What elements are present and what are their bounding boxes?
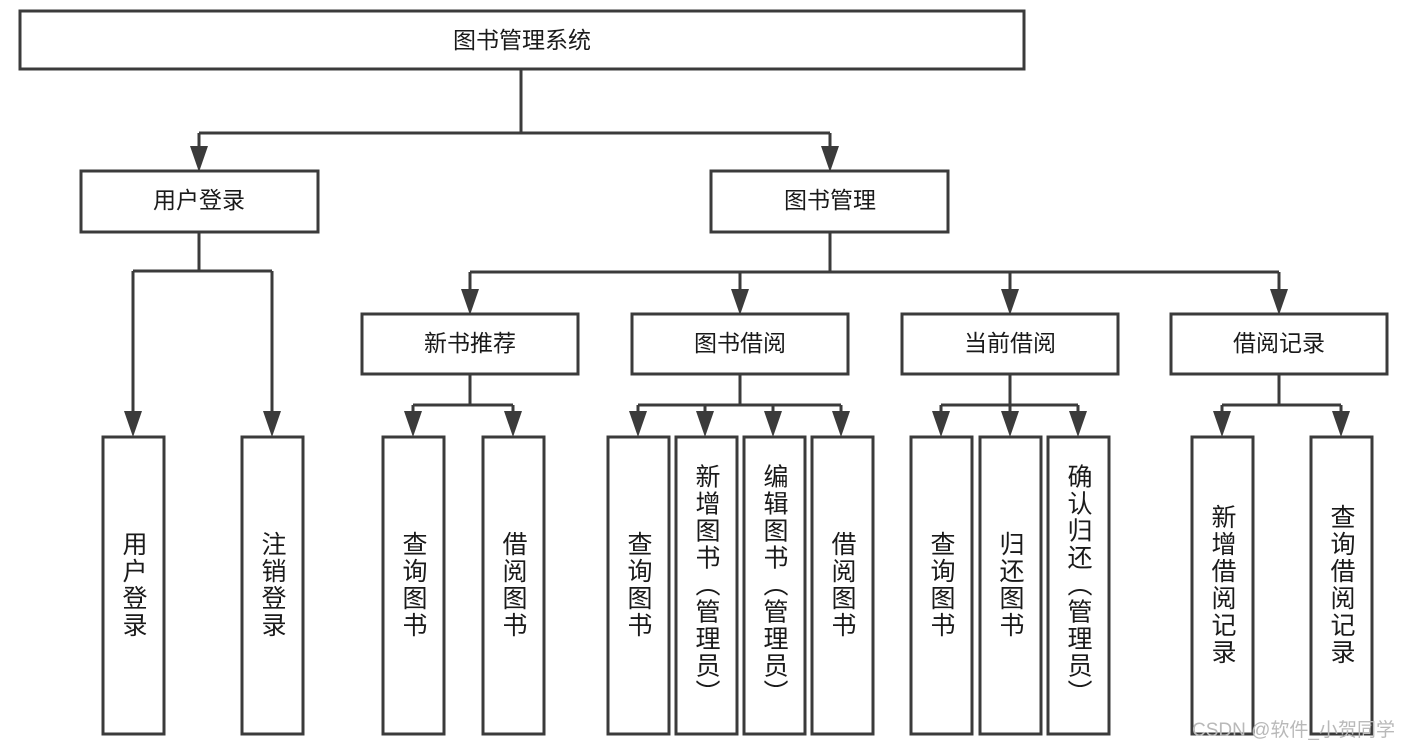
node-leaf-add-book-label: 新增图书（管理员） <box>692 464 721 707</box>
node-leaf-query-book-3[interactable]: 查询图书 <box>909 435 974 736</box>
arrowhead-leaf-query-record <box>1332 411 1350 437</box>
node-user-login-label: 用户登录 <box>153 187 245 213</box>
node-leaf-user-logout-box[interactable] <box>240 435 305 736</box>
node-root[interactable]: 图书管理系统 <box>18 9 1026 71</box>
node-leaf-borrow-book-2[interactable]: 借阅图书 <box>810 435 875 736</box>
arrowhead-leaf-add-record <box>1213 411 1231 437</box>
node-leaf-user-logout[interactable]: 注销登录 <box>240 435 305 736</box>
node-leaf-confirm-return-box[interactable] <box>1046 435 1111 736</box>
node-leaf-add-book[interactable]: 新增图书（管理员） <box>674 435 739 736</box>
node-user-login[interactable]: 用户登录 <box>79 169 320 234</box>
arrowhead-leaf-user-logout <box>263 411 281 437</box>
node-leaf-query-book-3-box[interactable] <box>909 435 974 736</box>
node-leaf-query-book-1-label: 查询图书 <box>399 531 428 639</box>
node-leaf-return-book[interactable]: 归还图书 <box>978 435 1043 736</box>
arrowhead-leaf-add-book <box>696 411 714 437</box>
node-leaf-edit-book[interactable]: 编辑图书（管理员） <box>742 435 807 736</box>
node-leaf-add-record-label: 新增借阅记录 <box>1208 504 1237 666</box>
arrowhead-leaf-confirm-return <box>1069 411 1087 437</box>
node-current-borrow[interactable]: 当前借阅 <box>900 312 1120 376</box>
arrowhead-leaf-borrow-book-1 <box>504 411 522 437</box>
node-new-book-recommend-label: 新书推荐 <box>424 330 516 356</box>
node-borrow-record[interactable]: 借阅记录 <box>1169 312 1389 376</box>
node-leaf-borrow-book-1[interactable]: 借阅图书 <box>481 435 546 736</box>
arrowhead-new-book-recommend <box>461 289 479 315</box>
arrowhead-leaf-return-book <box>1001 411 1019 437</box>
node-leaf-borrow-book-2-label: 借阅图书 <box>828 531 857 639</box>
node-leaf-query-book-2-box[interactable] <box>606 435 671 736</box>
node-leaf-query-book-2-label: 查询图书 <box>624 531 653 639</box>
node-leaf-borrow-book-1-box[interactable] <box>481 435 546 736</box>
node-leaf-edit-book-box[interactable] <box>742 435 807 736</box>
node-current-borrow-box[interactable] <box>900 312 1120 376</box>
node-leaf-add-record-box[interactable] <box>1190 435 1255 736</box>
node-leaf-query-record-label: 查询借阅记录 <box>1327 504 1356 666</box>
node-new-book-recommend-box[interactable] <box>360 312 580 376</box>
node-new-book-recommend[interactable]: 新书推荐 <box>360 312 580 376</box>
node-book-manage-box[interactable] <box>709 169 950 234</box>
arrowhead-current-borrow <box>1001 289 1019 315</box>
node-book-borrow-box[interactable] <box>630 312 850 376</box>
node-leaf-borrow-book-2-box[interactable] <box>810 435 875 736</box>
arrowhead-user-login <box>190 146 208 172</box>
node-book-borrow-label: 图书借阅 <box>694 330 786 356</box>
connector-book-manage-trunk <box>468 232 1281 300</box>
arrowhead-book-manage <box>821 146 839 172</box>
connector-borrow-record-trunk <box>1220 374 1343 424</box>
node-root-label: 图书管理系统 <box>453 27 591 53</box>
node-borrow-record-box[interactable] <box>1169 312 1389 376</box>
arrowhead-leaf-query-book-1 <box>404 411 422 437</box>
node-leaf-query-book-1[interactable]: 查询图书 <box>381 435 446 736</box>
node-leaf-query-record[interactable]: 查询借阅记录 <box>1309 435 1374 736</box>
node-leaf-user-logout-label: 注销登录 <box>258 531 287 639</box>
node-leaf-query-book-1-box[interactable] <box>381 435 446 736</box>
node-current-borrow-label: 当前借阅 <box>964 330 1056 356</box>
arrowhead-leaf-edit-book <box>764 411 782 437</box>
node-leaf-add-record[interactable]: 新增借阅记录 <box>1190 435 1255 736</box>
node-leaf-user-login[interactable]: 用户登录 <box>101 435 166 736</box>
connectors-layer <box>124 69 1350 437</box>
node-leaf-query-book-2[interactable]: 查询图书 <box>606 435 671 736</box>
node-leaf-borrow-book-1-label: 借阅图书 <box>499 531 528 639</box>
arrowhead-book-borrow <box>731 289 749 315</box>
connector-user-login-trunk <box>131 232 274 424</box>
node-leaf-query-record-box[interactable] <box>1309 435 1374 736</box>
node-root-box[interactable] <box>18 9 1026 71</box>
node-leaf-query-book-3-label: 查询图书 <box>927 531 956 639</box>
connector-new-book-recommend-trunk <box>411 374 515 424</box>
arrowhead-leaf-query-book-2 <box>629 411 647 437</box>
node-book-manage-label: 图书管理 <box>784 187 876 213</box>
node-leaf-user-login-label: 用户登录 <box>119 531 148 639</box>
arrowhead-leaf-query-book-3 <box>932 411 950 437</box>
node-leaf-add-book-box[interactable] <box>674 435 739 736</box>
node-leaf-confirm-return[interactable]: 确认归还（管理员） <box>1046 435 1111 736</box>
arrowhead-leaf-user-login <box>124 411 142 437</box>
node-leaf-return-book-box[interactable] <box>978 435 1043 736</box>
node-leaf-edit-book-label: 编辑图书（管理员） <box>760 464 789 707</box>
node-leaf-confirm-return-label: 确认归还（管理员） <box>1064 464 1093 707</box>
node-leaf-user-login-box[interactable] <box>101 435 166 736</box>
node-book-manage[interactable]: 图书管理 <box>709 169 950 234</box>
arrowhead-borrow-record <box>1270 289 1288 315</box>
node-book-borrow[interactable]: 图书借阅 <box>630 312 850 376</box>
node-leaf-return-book-label: 归还图书 <box>996 531 1025 639</box>
connector-book-borrow-trunk <box>636 374 843 424</box>
arrowhead-leaf-borrow-book-2 <box>832 411 850 437</box>
connector-root-trunk <box>197 69 832 158</box>
node-user-login-box[interactable] <box>79 169 320 234</box>
node-borrow-record-label: 借阅记录 <box>1233 330 1325 356</box>
